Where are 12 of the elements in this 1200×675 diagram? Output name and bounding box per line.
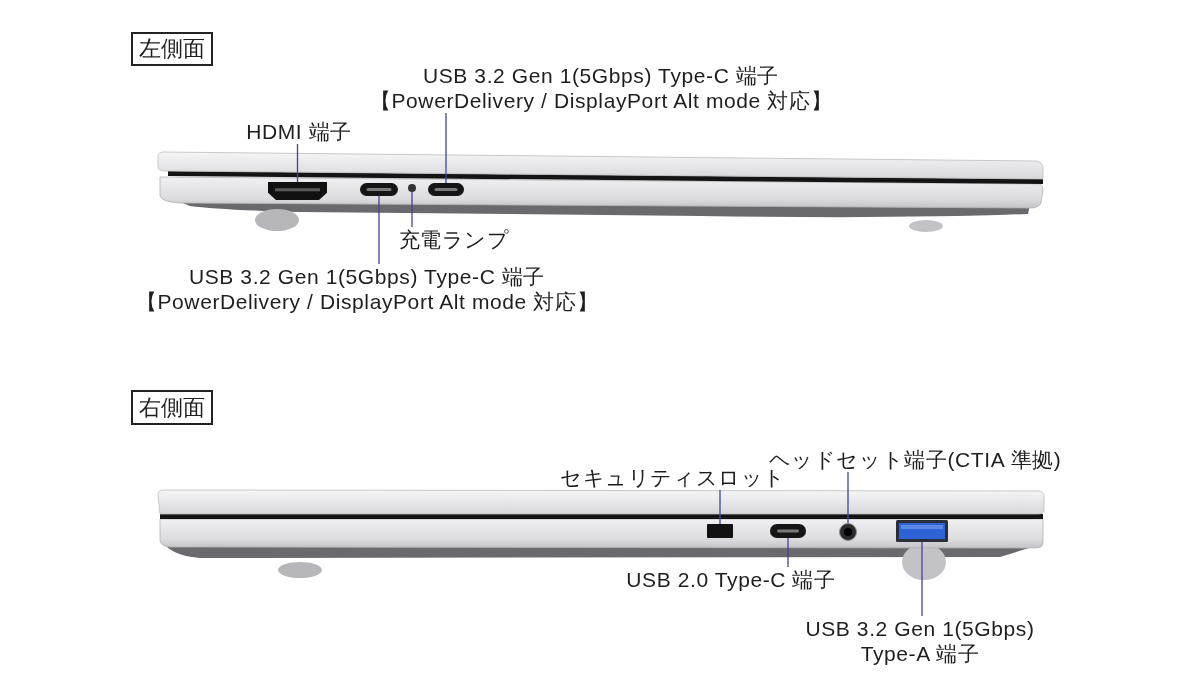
leader-line — [445, 112, 447, 184]
port-label: HDMI 端子 — [246, 119, 352, 144]
port-label: USB 3.2 Gen 1(5Gbps) Type-A 端子 — [804, 616, 1036, 666]
hdmi-port — [268, 182, 327, 200]
feature-note: 【PowerDelivery / DisplayPort Alt mode 対応】 — [369, 88, 833, 113]
usb-c-port — [428, 183, 464, 196]
leader-line — [296, 143, 299, 183]
port-label: USB 3.2 Gen 1(5Gbps) Type-C 端子 — [422, 63, 780, 88]
usb-c-port — [360, 183, 398, 196]
section-heading: 左側面 — [131, 32, 213, 66]
indicator-lamp — [408, 184, 416, 192]
section-heading: 右側面 — [131, 390, 213, 425]
